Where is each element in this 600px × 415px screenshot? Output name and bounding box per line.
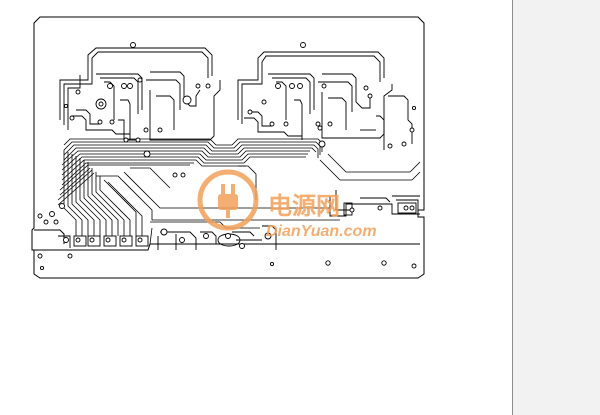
bottom-connectors — [58, 233, 241, 250]
right-module — [237, 51, 413, 150]
left-module — [59, 47, 221, 141]
side-panel — [512, 0, 600, 415]
lower-right-block — [160, 190, 420, 250]
bottom-strip — [34, 243, 420, 251]
pcb-layout-drawing: 电源网 DianYuan.com — [31, 16, 425, 279]
pcb-canvas: 电源网 DianYuan.com — [31, 16, 425, 279]
watermark-cn-text: 电源网 — [268, 193, 340, 220]
watermark: 电源网 DianYuan.com — [197, 169, 377, 240]
power-plug-icon — [197, 169, 259, 231]
bus-traces — [57, 138, 421, 245]
watermark-domain-text: DianYuan.com — [266, 223, 377, 240]
mounting-holes — [39, 42, 417, 271]
pads — [37, 77, 415, 259]
board-outline — [31, 16, 425, 279]
